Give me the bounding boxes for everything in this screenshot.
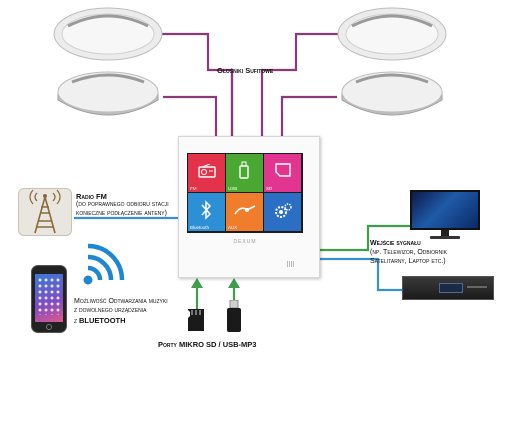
panel-speaker-grill	[287, 261, 295, 267]
speaker-wire-top-left	[160, 32, 234, 136]
tile-aux: AUX	[226, 193, 263, 231]
antenna-tower-icon	[29, 189, 61, 234]
bluetooth-line-3-bold: BLUETOOTH	[79, 315, 126, 325]
tile-settings-label	[264, 229, 301, 231]
tile-sd-label: SD	[266, 186, 273, 191]
radio-label: Radio FM (do poprawnego odbioru stacji k…	[76, 192, 169, 219]
home-button	[46, 324, 52, 330]
tile-settings	[264, 193, 301, 231]
input-wire-tv	[316, 224, 412, 252]
television	[410, 190, 480, 240]
port-arrows	[191, 278, 240, 310]
settings-gear-icon	[275, 203, 292, 218]
panel-screen: FM USB SD Bluetooth AUX	[187, 153, 303, 233]
tile-fm-label: FM	[190, 186, 197, 191]
tile-bluetooth: Bluetooth	[188, 193, 225, 231]
radio-desc-2: konieczne podłączenie anteny)	[76, 210, 167, 218]
ports-label: Porty MIKRO SD / USB-MP3	[158, 340, 257, 349]
bluetooth-label: Możliwość Odtwarzania muzyki z dowolnego…	[74, 298, 168, 326]
panel-brand: DEXUM	[233, 239, 257, 245]
speaker-wires	[160, 32, 340, 136]
usb-icon	[239, 161, 249, 179]
inputs-title: Wejście sygnału	[370, 240, 421, 247]
bluetooth-line-1: Możliwość Odtwarzania muzyki	[74, 298, 168, 305]
tile-fm: FM	[188, 154, 225, 192]
radio-title: Radio FM	[76, 192, 107, 201]
tv-screen	[410, 190, 480, 230]
micro-sd-card-icon	[188, 309, 204, 331]
bluetooth-waves-icon	[83, 243, 125, 285]
speaker-wire-bottom-left	[163, 95, 218, 136]
smartphone	[32, 266, 66, 332]
radio-desc-1: (do poprawnego odbioru stacji	[76, 201, 169, 209]
ceiling-speaker-bottom-left	[57, 71, 159, 116]
wall-control-panel: FM USB SD Bluetooth AUX DEXU	[178, 136, 320, 278]
radio-icon	[198, 164, 216, 178]
satellite-receiver	[402, 276, 494, 300]
bluetooth-line-3: z BLUETOOTH	[74, 316, 168, 327]
tile-aux-label: AUX	[228, 225, 238, 230]
speaker-wire-top-right	[260, 32, 340, 136]
inputs-line-1: (np. Telewizor, Odbiornik	[370, 248, 447, 256]
inputs-line-2: Satelitarny, Laptop etc.)	[370, 257, 446, 265]
aux-cable-icon	[234, 205, 256, 215]
antenna-badge	[18, 188, 72, 236]
sd-card-icon	[275, 163, 291, 177]
ceiling-speaker-top-left	[53, 7, 163, 61]
usb-flash-drive-icon	[227, 300, 241, 332]
smartphone-screen	[35, 274, 63, 322]
tile-sd: SD	[264, 154, 301, 192]
ceiling-speaker-top-right	[337, 7, 447, 61]
bluetooth-icon	[201, 200, 212, 220]
bluetooth-line-3-prefix: z	[74, 317, 78, 325]
tile-bluetooth-label: Bluetooth	[190, 225, 210, 230]
ceiling-speakers-label: Głośniki Sufitowe	[217, 66, 274, 75]
bluetooth-line-2: z dowolnego urządzenia	[74, 306, 147, 314]
tile-usb: USB	[226, 154, 263, 192]
input-wire-receiver	[316, 257, 402, 292]
speaker-wire-bottom-right	[280, 95, 337, 136]
tile-usb-label: USB	[228, 186, 238, 191]
inputs-label: Wejście sygnału (np. Telewizor, Odbiorni…	[370, 240, 447, 266]
ceiling-speaker-bottom-right	[341, 71, 443, 116]
